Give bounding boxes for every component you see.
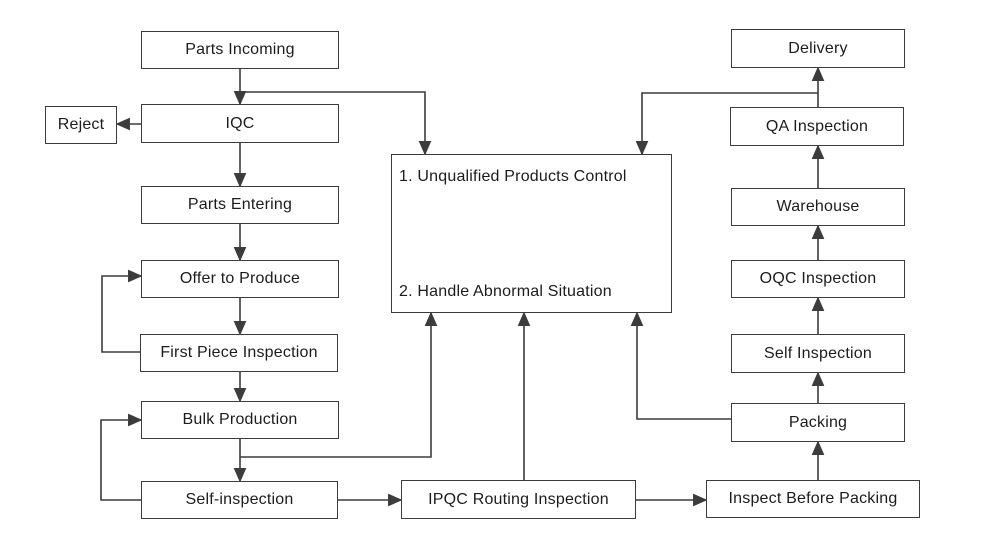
node-offer-to-produce: Offer to Produce — [141, 260, 339, 298]
node-reject: Reject — [45, 106, 117, 144]
node-inspect-before-packing: Inspect Before Packing — [706, 480, 920, 518]
edge-qa-to-control — [635, 92, 818, 156]
control-line-1: 1. Unqualified Products Control — [399, 168, 627, 185]
control-line-2: 2. Handle Abnormal Situation — [399, 283, 612, 300]
node-parts-incoming: Parts Incoming — [141, 31, 339, 69]
node-ipqc-routing-inspection: IPQC Routing Inspection — [401, 480, 636, 519]
node-delivery: Delivery — [731, 29, 905, 68]
edge-self-inspection-to-bulk-feedback — [100, 413, 143, 501]
edge-bulk-to-control — [240, 311, 438, 458]
node-bulk-production: Bulk Production — [141, 401, 339, 439]
node-iqc: IQC — [141, 104, 339, 143]
edge-first-piece-to-offer-feedback — [101, 269, 143, 353]
node-self-inspection: Self-inspection — [141, 481, 338, 519]
edge-packing-to-control — [630, 311, 732, 420]
node-unqualified-products-control: 1. Unqualified Products Control 2. Handl… — [391, 154, 672, 313]
node-parts-entering: Parts Entering — [141, 186, 339, 224]
node-qa-inspection: QA Inspection — [730, 107, 904, 146]
node-warehouse: Warehouse — [731, 188, 905, 226]
node-oqc-inspection: OQC Inspection — [731, 260, 905, 298]
node-packing: Packing — [731, 403, 905, 442]
node-self-inspection-right: Self Inspection — [731, 334, 905, 373]
node-first-piece-inspection: First Piece Inspection — [140, 334, 338, 372]
edge-parts-incoming-to-control — [240, 91, 432, 156]
